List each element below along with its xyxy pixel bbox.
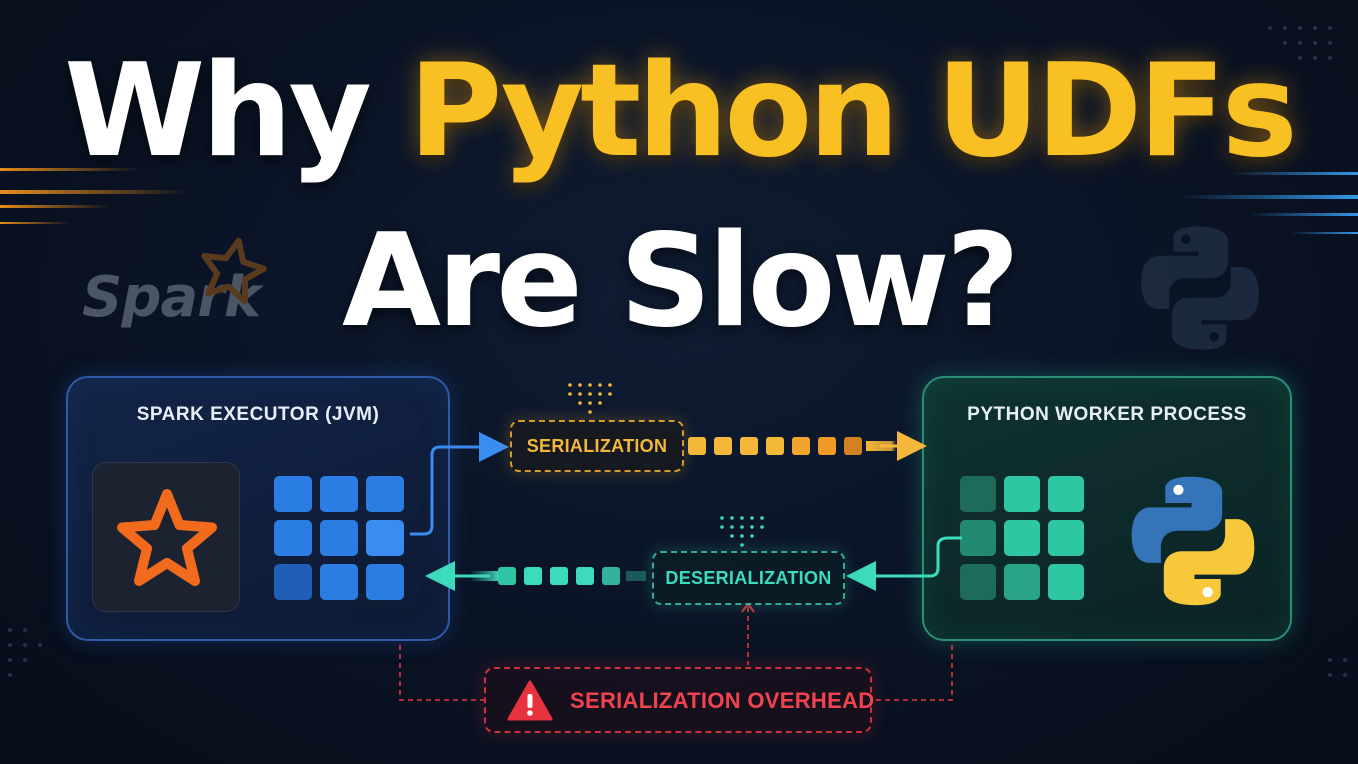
warning-icon — [507, 680, 553, 721]
python-worker-panel: PYTHON WORKER PROCESS — [922, 376, 1292, 641]
spark-star-icon — [117, 489, 217, 586]
serialization-label: SERIALIZATION — [510, 420, 684, 472]
python-grid-cell — [960, 564, 996, 600]
serialization-overhead-box: SERIALIZATION OVERHEAD — [484, 667, 875, 733]
serialization-signal-dots — [568, 383, 612, 414]
spark-logo-card — [92, 462, 240, 612]
python-worker-title: PYTHON WORKER PROCESS — [967, 404, 1247, 425]
serialization-overhead-label: SERIALIZATION OVERHEAD — [570, 688, 875, 713]
deserialization-signal-dots — [720, 516, 764, 547]
jvm-grid-cell — [274, 476, 312, 512]
overhead-connector-left — [399, 645, 484, 701]
python-grid-cell — [1004, 564, 1040, 600]
python-grid-cell — [960, 476, 996, 512]
jvm-grid-cell — [274, 564, 312, 600]
deserialization-label: DESERIALIZATION — [652, 551, 845, 605]
title-highlight: Python UDFs — [408, 37, 1297, 186]
python-logo-faded-icon — [1141, 226, 1259, 350]
jvm-grid-cell — [320, 476, 358, 512]
python-to-deserialization-line — [846, 536, 962, 591]
jvm-grid-cell — [366, 520, 404, 556]
spark-executor-panel: SPARK EXECUTOR (JVM) — [66, 376, 450, 641]
title-line-1: Why Python UDFs — [0, 48, 1358, 176]
python-data-grid — [960, 476, 1084, 600]
python-grid-cell — [1048, 476, 1084, 512]
corner-dot-grid — [8, 26, 1347, 677]
jvm-grid-cell — [274, 520, 312, 556]
spark-star-faded-icon — [201, 237, 267, 305]
overhead-connector-right — [872, 645, 953, 701]
right-light-streaks — [1180, 172, 1358, 234]
jvm-to-serialization-line — [410, 432, 509, 536]
title-plain-word: Why — [64, 37, 372, 186]
serialization-packets — [688, 437, 896, 455]
title-line-2: Are Slow? — [341, 207, 1020, 356]
python-grid-cell — [1004, 520, 1040, 556]
python-grid-cell — [1048, 520, 1084, 556]
python-grid-cell — [1048, 564, 1084, 600]
jvm-grid-cell — [366, 476, 404, 512]
spark-executor-title: SPARK EXECUTOR (JVM) — [136, 404, 380, 425]
jvm-data-grid — [274, 476, 404, 600]
python-grid-cell — [1004, 476, 1040, 512]
spark-wordmark-faded: Spark — [82, 265, 261, 330]
deserialization-packets — [470, 567, 646, 585]
jvm-grid-cell — [366, 564, 404, 600]
jvm-grid-cell — [320, 564, 358, 600]
python-logo-icon — [1131, 476, 1255, 606]
left-light-streaks — [0, 168, 190, 224]
jvm-grid-cell — [320, 520, 358, 556]
python-grid-cell — [960, 520, 996, 556]
